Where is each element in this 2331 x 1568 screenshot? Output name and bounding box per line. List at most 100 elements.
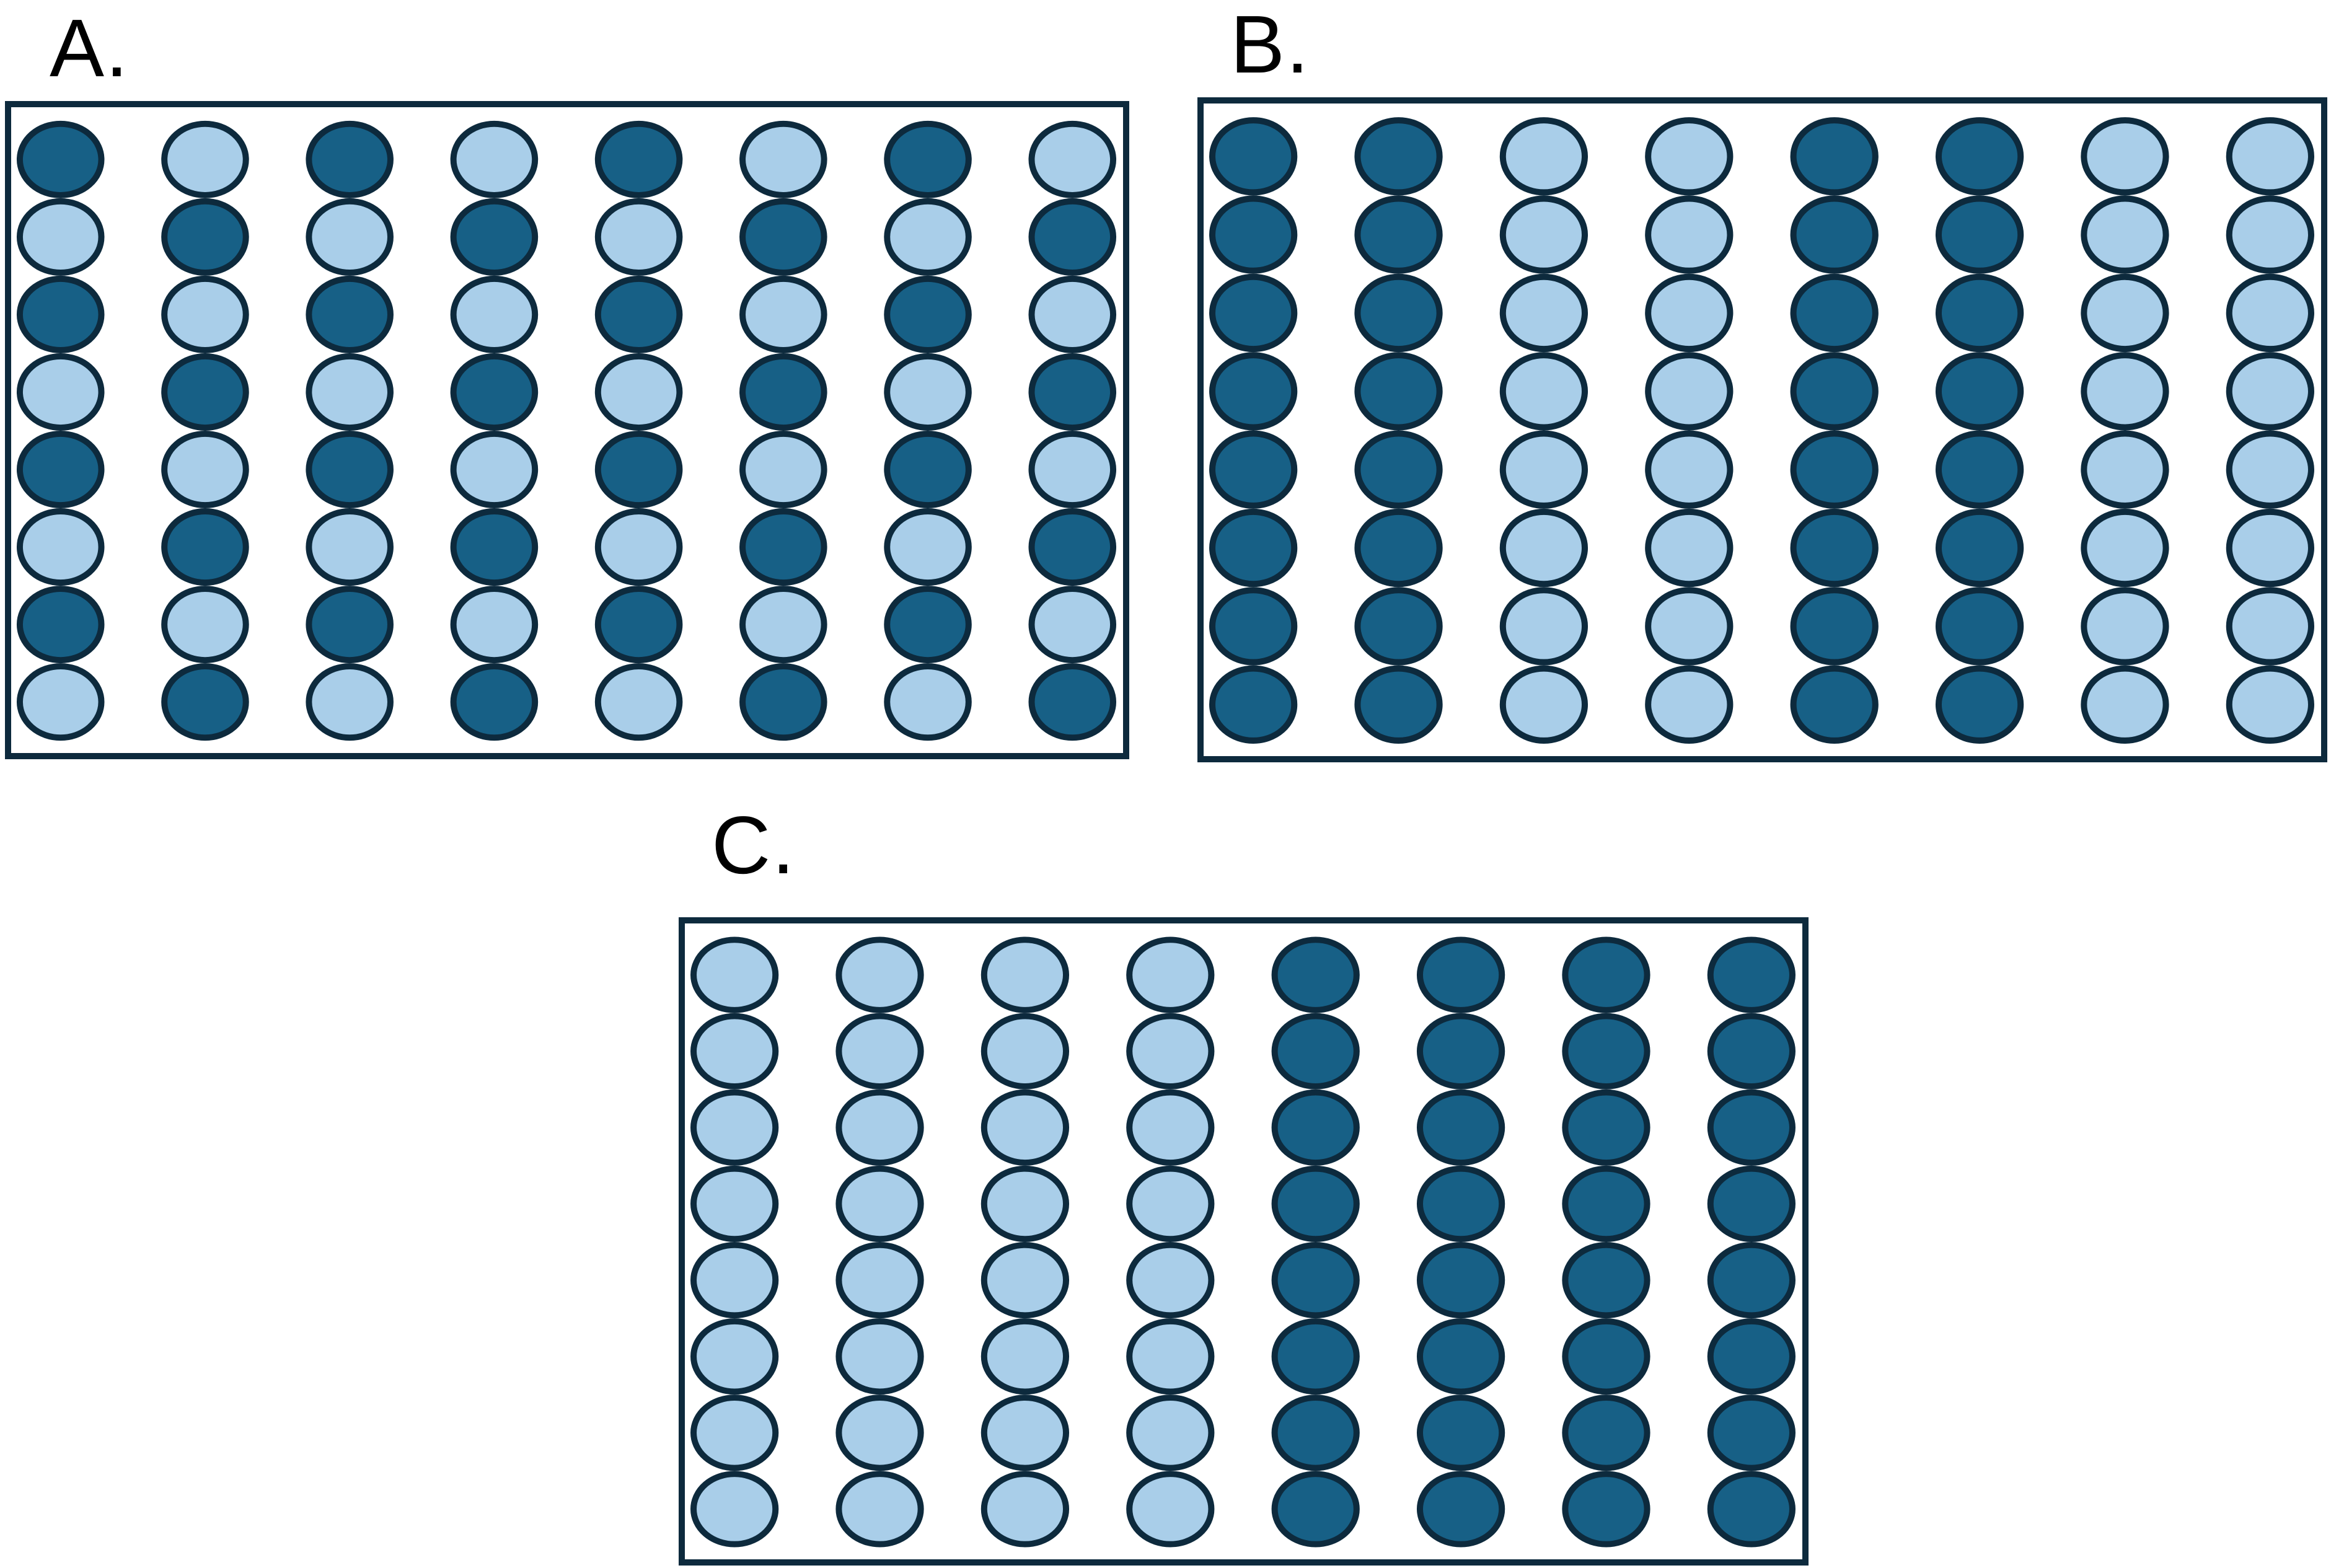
dark-circle	[1562, 1394, 1650, 1471]
dark-circle	[1354, 352, 1443, 431]
dark-circle	[739, 663, 827, 741]
light-circle	[1028, 430, 1117, 509]
dark-circle	[1790, 508, 1879, 588]
light-circle	[2081, 665, 2169, 744]
light-circle	[884, 353, 972, 431]
dark-circle	[1562, 1089, 1650, 1166]
dark-circle	[1354, 117, 1443, 196]
dark-circle	[884, 586, 972, 664]
light-circle	[594, 663, 683, 741]
dark-circle	[1562, 936, 1650, 1013]
panel-a-label: A.	[50, 2, 130, 94]
light-circle	[594, 198, 683, 276]
light-circle	[1126, 1394, 1215, 1471]
dark-circle	[1354, 430, 1443, 509]
light-circle	[835, 1165, 924, 1242]
dark-circle	[1416, 1318, 1505, 1395]
dark-circle	[16, 586, 105, 664]
light-circle	[739, 120, 827, 198]
dark-circle	[1935, 117, 2024, 196]
dark-circle	[1790, 117, 1879, 196]
light-circle	[1126, 1471, 1215, 1548]
dark-circle	[1416, 1241, 1505, 1319]
light-circle	[2226, 352, 2314, 431]
light-circle	[306, 663, 394, 741]
dark-circle	[1935, 195, 2024, 274]
dark-circle	[161, 353, 249, 431]
light-circle	[1645, 273, 1734, 353]
light-circle	[1645, 430, 1734, 509]
dark-circle	[161, 663, 249, 741]
light-circle	[450, 120, 539, 198]
light-circle	[450, 586, 539, 664]
light-circle	[690, 1318, 779, 1395]
light-circle	[1645, 352, 1734, 431]
dark-circle	[1354, 665, 1443, 744]
light-circle	[161, 430, 249, 509]
dark-circle	[739, 508, 827, 586]
light-circle	[980, 1089, 1070, 1166]
light-circle	[1499, 665, 1589, 744]
dark-circle	[1707, 936, 1796, 1013]
dark-circle	[306, 430, 394, 509]
light-circle	[161, 275, 249, 353]
light-circle	[1499, 273, 1589, 353]
light-circle	[161, 586, 249, 664]
dark-circle	[1209, 508, 1298, 588]
light-circle	[16, 198, 105, 276]
light-circle	[1126, 936, 1215, 1013]
panel-a-box	[5, 101, 1129, 759]
light-circle	[1126, 1241, 1215, 1319]
dark-circle	[450, 353, 539, 431]
light-circle	[690, 1241, 779, 1319]
light-circle	[306, 508, 394, 586]
light-circle	[2226, 665, 2314, 744]
light-circle	[594, 508, 683, 586]
light-circle	[980, 1394, 1070, 1471]
dark-circle	[1790, 352, 1879, 431]
dark-circle	[884, 275, 972, 353]
dark-circle	[1935, 430, 2024, 509]
light-circle	[1499, 117, 1589, 196]
dark-circle	[1028, 508, 1117, 586]
dark-circle	[161, 198, 249, 276]
light-circle	[161, 120, 249, 198]
light-circle	[2081, 508, 2169, 588]
dark-circle	[1935, 587, 2024, 666]
light-circle	[884, 663, 972, 741]
light-circle	[690, 936, 779, 1013]
dark-circle	[1562, 1241, 1650, 1319]
light-circle	[690, 1471, 779, 1548]
light-circle	[450, 275, 539, 353]
dark-circle	[1209, 195, 1298, 274]
dark-circle	[1562, 1013, 1650, 1090]
dark-circle	[1028, 663, 1117, 741]
dark-circle	[161, 508, 249, 586]
dark-circle	[16, 430, 105, 509]
light-circle	[1126, 1318, 1215, 1395]
dark-circle	[1790, 587, 1879, 666]
light-circle	[1645, 195, 1734, 274]
light-circle	[1126, 1165, 1215, 1242]
dark-circle	[1271, 1318, 1360, 1395]
dark-circle	[1790, 195, 1879, 274]
light-circle	[1028, 275, 1117, 353]
light-circle	[2081, 587, 2169, 666]
dark-circle	[450, 508, 539, 586]
light-circle	[2081, 195, 2169, 274]
light-circle	[16, 663, 105, 741]
light-circle	[884, 198, 972, 276]
dark-circle	[1209, 665, 1298, 744]
light-circle	[2081, 117, 2169, 196]
light-circle	[2081, 273, 2169, 353]
panel-c-box	[679, 917, 1809, 1566]
dark-circle	[739, 198, 827, 276]
light-circle	[980, 1165, 1070, 1242]
dark-circle	[1354, 273, 1443, 353]
dark-circle	[1416, 936, 1505, 1013]
light-circle	[2226, 508, 2314, 588]
panel-c-label: C.	[712, 799, 796, 891]
dark-circle	[594, 586, 683, 664]
light-circle	[690, 1394, 779, 1471]
dark-circle	[1935, 352, 2024, 431]
